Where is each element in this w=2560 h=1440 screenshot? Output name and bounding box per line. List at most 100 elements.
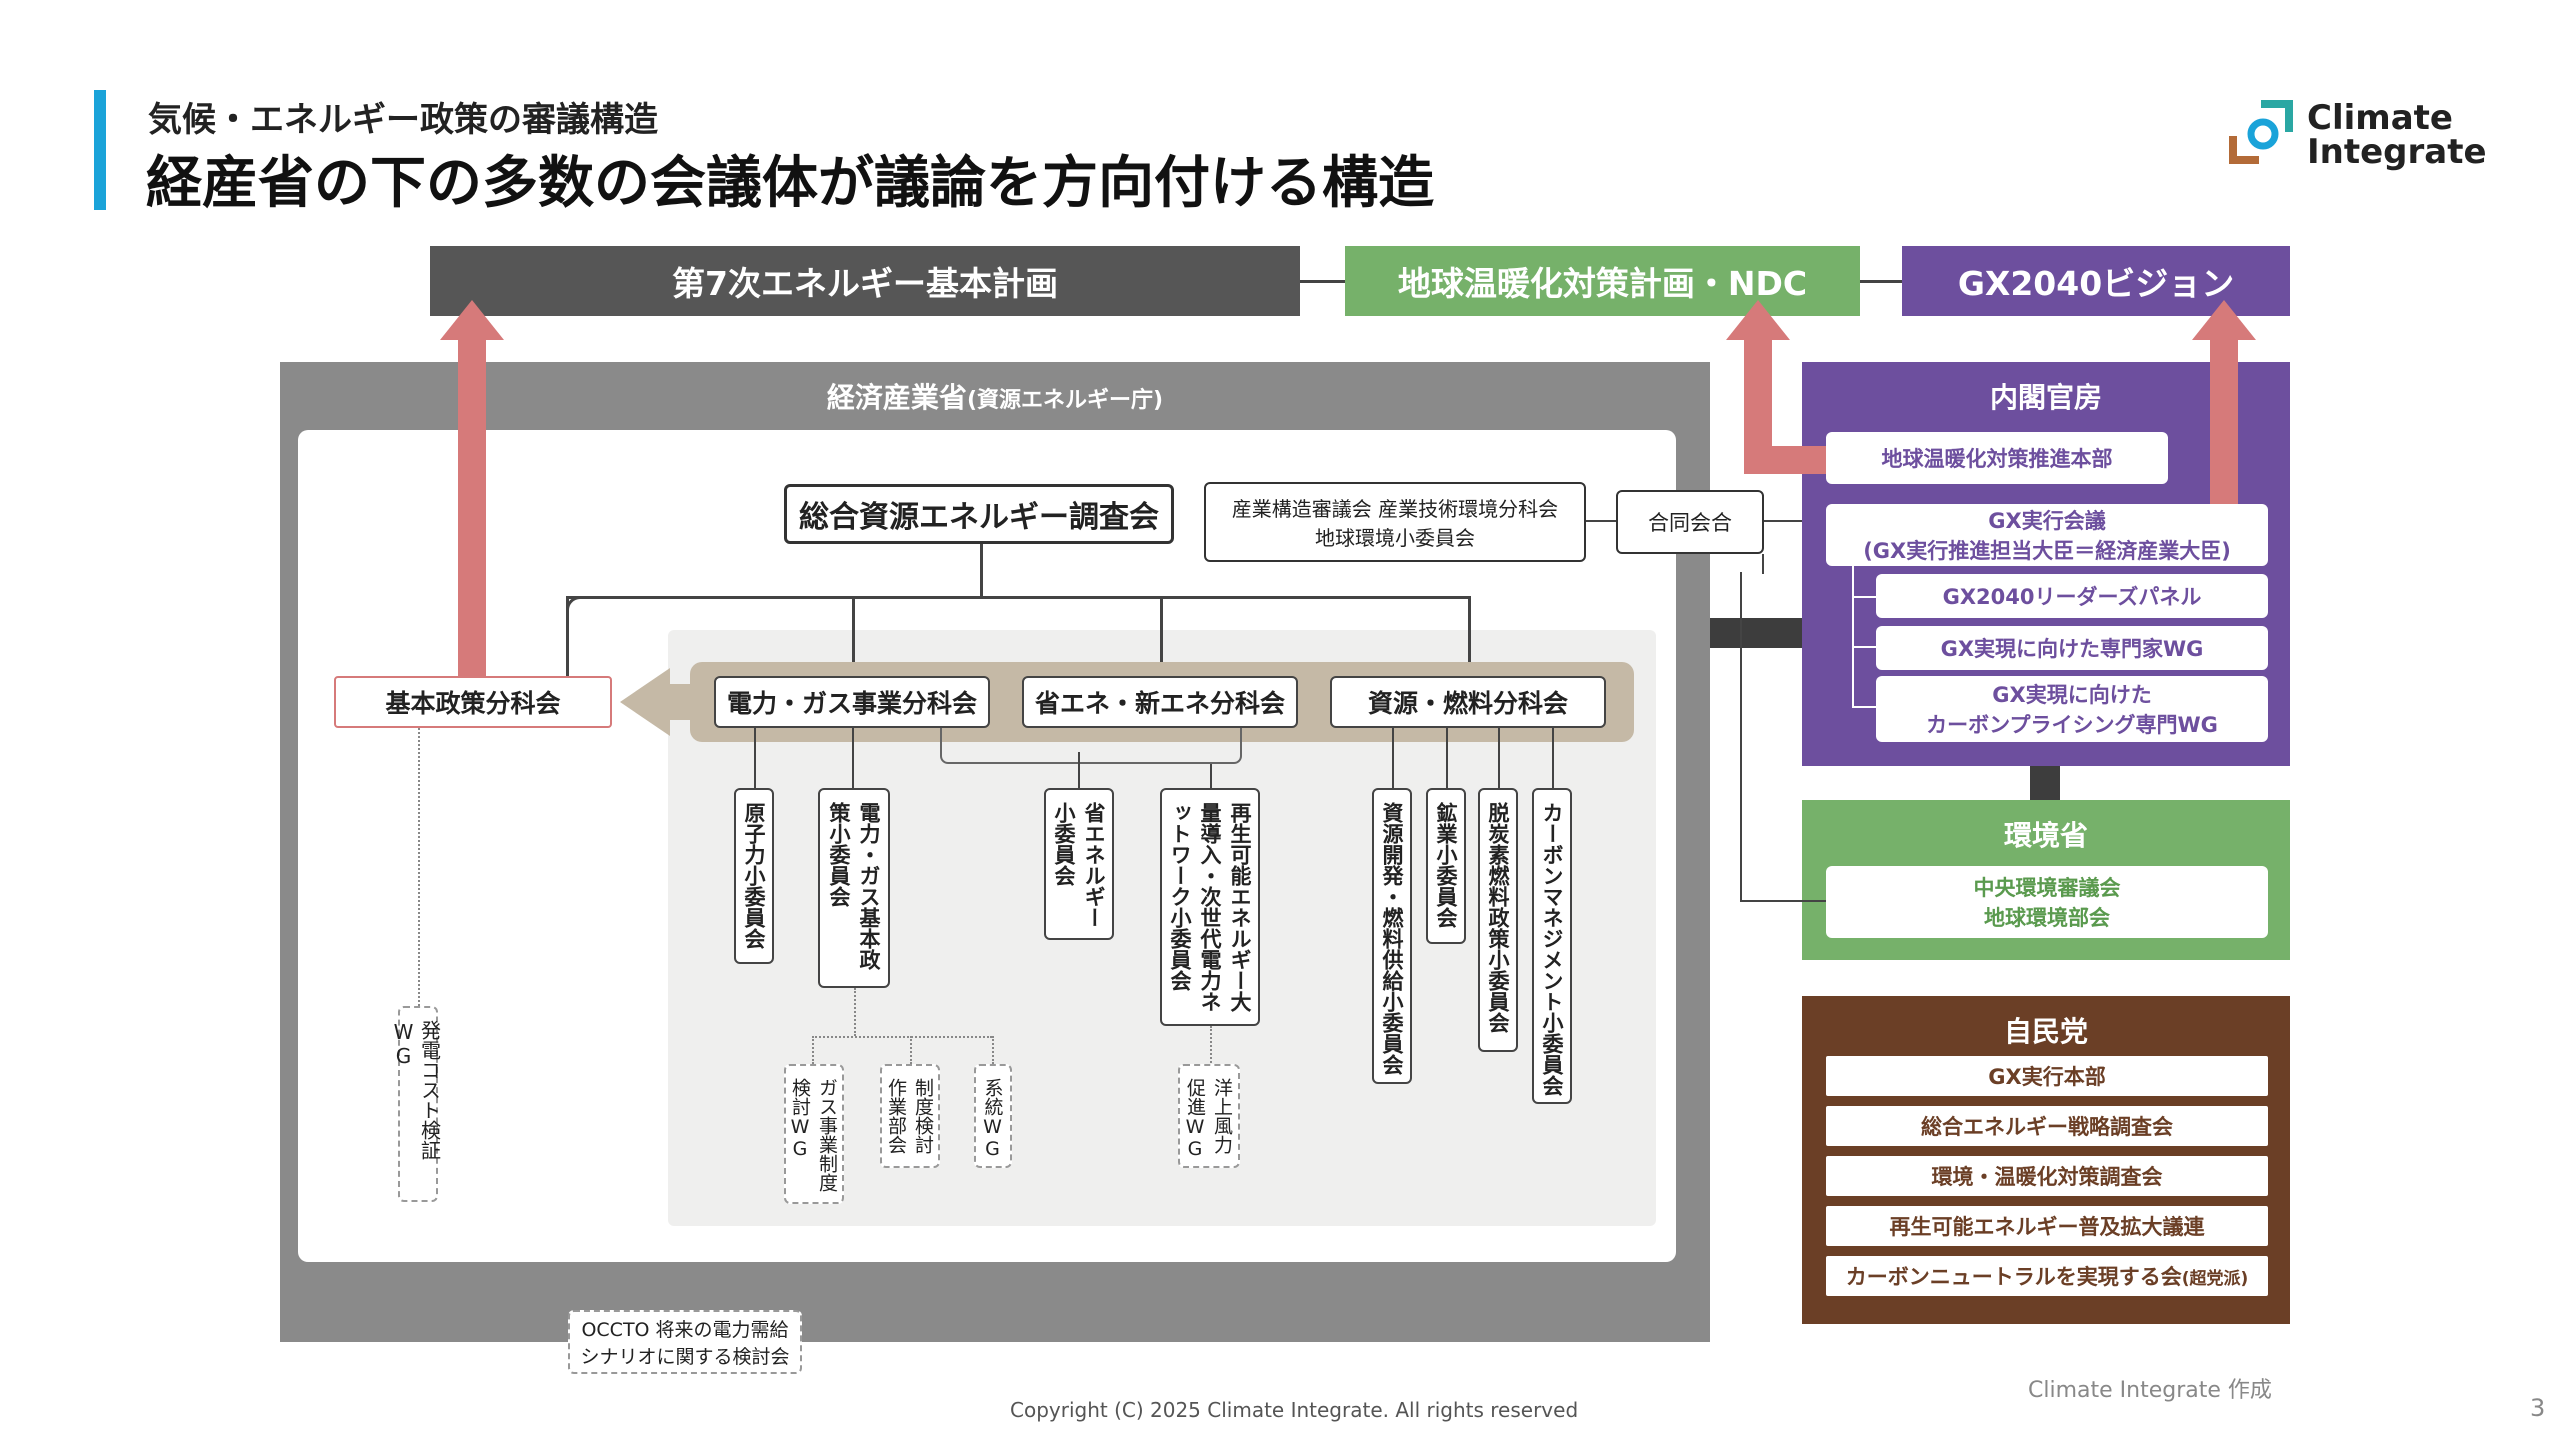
small-committee-label: 省エネルギー小委員会 bbox=[1052, 802, 1106, 928]
bracket-line bbox=[1852, 566, 1876, 708]
logo-text-line2: Integrate bbox=[2307, 132, 2487, 172]
joint-meeting-box: 合同会合 bbox=[1616, 490, 1764, 554]
occto-line1: OCCTO 将来の電力需給 bbox=[581, 1319, 789, 1341]
hq-box: 地球温暖化対策推進本部 bbox=[1826, 432, 2168, 484]
small-committee-decarbon-fuel: 脱炭素燃料政策小委員会 bbox=[1478, 788, 1518, 1052]
industrial-council-line2: 地球環境小委員会 bbox=[1315, 526, 1475, 550]
small-committee-label: 鉱業小委員会 bbox=[1434, 802, 1458, 928]
logo: Climate Integrate bbox=[2225, 92, 2487, 172]
subcommittee-label: 電力・ガス事業分科会 bbox=[726, 689, 977, 718]
bracket-line bbox=[1852, 706, 1876, 708]
subcommittee-energy-saving: 省エネ・新エネ分科会 bbox=[1022, 676, 1298, 728]
carbon-wg-line1: GX実現に向けた bbox=[1992, 683, 2152, 707]
accent-bar bbox=[94, 90, 106, 210]
basic-policy-box: 基本政策分科会 bbox=[334, 676, 612, 728]
small-committee-mining: 鉱業小委員会 bbox=[1426, 788, 1466, 944]
small-committee-label: 資源開発・燃料供給小委員会 bbox=[1380, 802, 1404, 1075]
carbon-wg-line2: カーボンプライシング専門WG bbox=[1926, 713, 2218, 737]
joint-meeting-label: 合同会合 bbox=[1648, 511, 1732, 535]
small-committee-power-gas-basic: 電力・ガス基本政策小委員会 bbox=[818, 788, 890, 988]
connector-line bbox=[1300, 280, 1345, 283]
ldp-item-suffix: (超党派) bbox=[2181, 1268, 2249, 1289]
dotted-line bbox=[812, 1036, 992, 1038]
arrow-left-icon bbox=[620, 668, 700, 736]
tree-line bbox=[1392, 728, 1394, 788]
arrow-up-icon bbox=[440, 300, 504, 340]
basic-plan-label: 第7次エネルギー基本計画 bbox=[672, 264, 1058, 303]
sub-wg-gas: ガス事業制度検討WG bbox=[784, 1064, 844, 1204]
small-committee-label: 原子力小委員会 bbox=[742, 802, 766, 949]
small-committee-nuclear: 原子力小委員会 bbox=[734, 788, 774, 964]
tree-line bbox=[1210, 764, 1212, 788]
basic-plan-box: 第7次エネルギー基本計画 bbox=[430, 246, 1300, 316]
ldp-item-label: カーボンニュートラルを実現する会 bbox=[1845, 1265, 2182, 1289]
panel-label: GX実現に向けた専門家WG bbox=[1940, 637, 2204, 661]
page-title: 経産省の下の多数の会議体が議論を方向付ける構造 bbox=[146, 151, 1434, 216]
main-council-label: 総合資源エネルギー調査会 bbox=[799, 500, 1159, 535]
ldp-item-energy: 総合エネルギー戦略調査会 bbox=[1826, 1106, 2268, 1146]
panel-label: GX2040リーダーズパネル bbox=[1942, 585, 2202, 609]
logo-text-line1: Climate bbox=[2307, 98, 2453, 138]
tree-line bbox=[1446, 728, 1448, 788]
connector-line bbox=[1764, 520, 1804, 522]
carbon-pricing-wg: GX実現に向けた カーボンプライシング専門WG bbox=[1876, 676, 2268, 742]
small-committee-label: カーボンマネジメント小委員会 bbox=[1540, 802, 1564, 1096]
small-committee-label: 再生可能エネルギー大量導入・次世代電力ネットワーク小委員会 bbox=[1168, 802, 1252, 1012]
gx-council-line2: (GX実行推進担当大臣＝経済産業大臣) bbox=[1863, 539, 2231, 563]
gx2040-label: GX2040ビジョン bbox=[1957, 264, 2235, 303]
tree-line bbox=[1498, 728, 1500, 788]
basic-policy-label: 基本政策分科会 bbox=[385, 689, 561, 718]
subcommittee-label: 省エネ・新エネ分科会 bbox=[1034, 689, 1285, 718]
bracket-line bbox=[940, 728, 1242, 764]
industrial-council-line1: 産業構造審議会 産業技術環境分科会 bbox=[1231, 497, 1559, 521]
logo-mark-icon bbox=[2229, 100, 2293, 164]
occto-box: OCCTO 将来の電力需給 シナリオに関する検討会 bbox=[568, 1310, 802, 1374]
hq-label: 地球温暖化対策推進本部 bbox=[1881, 447, 2113, 471]
gx-council-line1: GX実行会議 bbox=[1988, 509, 2106, 533]
tree-line bbox=[1160, 596, 1163, 680]
ldp-item-label: GX実行本部 bbox=[1988, 1065, 2106, 1089]
ldp-item-label: 総合エネルギー戦略調査会 bbox=[1921, 1115, 2173, 1139]
dotted-line bbox=[992, 1036, 994, 1064]
arrow-shaft bbox=[1744, 446, 1826, 474]
tree-line bbox=[980, 542, 983, 598]
gx-expert-wg: GX実現に向けた専門家WG bbox=[1876, 626, 2268, 670]
gx-council-box: GX実行会議 (GX実行推進担当大臣＝経済産業大臣) bbox=[1826, 504, 2268, 566]
cost-wg-label: 発電コスト検証WG bbox=[391, 1020, 442, 1160]
subcommittee-power-gas: 電力・ガス事業分科会 bbox=[714, 676, 990, 728]
ldp-item-env: 環境・温暖化対策調査会 bbox=[1826, 1156, 2268, 1196]
small-committee-carbon-mgmt: カーボンマネジメント小委員会 bbox=[1532, 788, 1572, 1104]
ldp-item-label: 再生可能エネルギー普及拡大議連 bbox=[1889, 1215, 2205, 1239]
connector-line bbox=[1860, 280, 1902, 283]
connector-line bbox=[1586, 520, 1616, 522]
subcommittee-label: 資源・燃料分科会 bbox=[1367, 689, 1568, 718]
bracket-line bbox=[1852, 646, 1876, 648]
arrow-shaft bbox=[458, 334, 486, 676]
copyright-text: Copyright (C) 2025 Climate Integrate. Al… bbox=[1010, 1398, 1579, 1422]
cabinet-title: 内閣官房 bbox=[1989, 381, 2102, 414]
ldp-item-carbon-neutral: カーボンニュートラルを実現する会(超党派) bbox=[1826, 1256, 2268, 1296]
tree-line bbox=[754, 728, 756, 788]
ndc-box: 地球温暖化対策計画・NDC bbox=[1345, 246, 1860, 316]
meti-cabinet-link bbox=[1710, 618, 1804, 648]
dotted-line bbox=[812, 1036, 814, 1064]
tree-line bbox=[852, 728, 854, 788]
small-committee-label: 電力・ガス基本政策小委員会 bbox=[827, 802, 881, 970]
tree-corner bbox=[566, 596, 586, 616]
dotted-line bbox=[1210, 1026, 1212, 1066]
meti-title: 経済産業省(資源エネルギー庁) bbox=[280, 376, 1710, 416]
cabinet-env-link bbox=[2030, 766, 2060, 800]
small-committee-energy-saving: 省エネルギー小委員会 bbox=[1044, 788, 1114, 940]
small-committee-resource-dev: 資源開発・燃料供給小委員会 bbox=[1372, 788, 1412, 1084]
ldp-item-label: 環境・温暖化対策調査会 bbox=[1931, 1165, 2163, 1189]
tree-line bbox=[566, 596, 569, 676]
page-number: 3 bbox=[2530, 1394, 2546, 1422]
occto-line2: シナリオに関する検討会 bbox=[580, 1346, 790, 1368]
small-committee-renewable: 再生可能エネルギー大量導入・次世代電力ネットワーク小委員会 bbox=[1160, 788, 1260, 1026]
tree-line bbox=[1552, 728, 1554, 788]
tree-line bbox=[1078, 752, 1080, 788]
tree-line bbox=[852, 596, 855, 680]
bracket-line bbox=[1852, 596, 1876, 598]
env-title: 環境省 bbox=[2003, 819, 2088, 852]
connector-line bbox=[1740, 900, 1826, 902]
